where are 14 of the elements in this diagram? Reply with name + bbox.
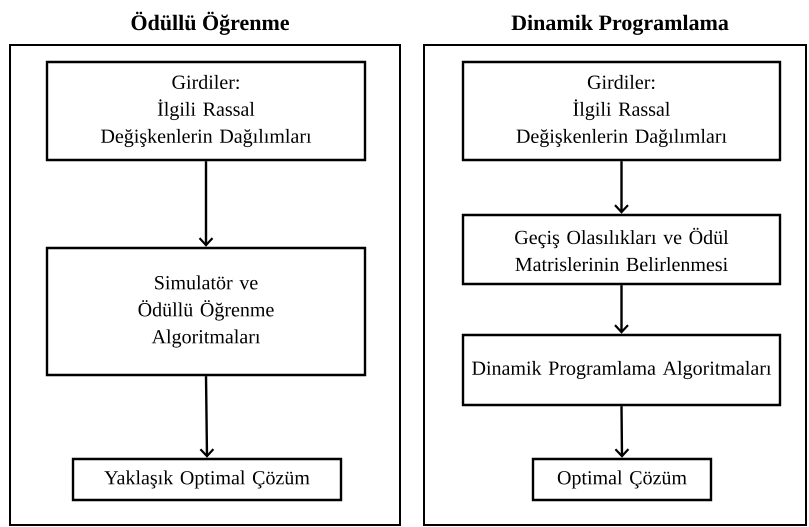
process-box: Optimal Çözüm [532, 458, 712, 502]
arrow [614, 161, 629, 214]
process-box: Dinamik Programlama Algoritmaları [462, 334, 782, 406]
process-box: Yaklaşık Optimal Çözüm [72, 458, 342, 502]
panel-heading: Dinamik Programlama [512, 14, 729, 35]
process-box: Girdiler: İlgili Rassal Değişkenlerin Dağılımları [46, 60, 366, 162]
process-box: Geçiş Olasılıkları ve Ödül Matrislerinin Belirlenmesi [462, 214, 782, 286]
process-box: Girdiler: İlgili Rassal Değişkenlerin Dağılımları [462, 60, 782, 162]
process-box: Simulatör ve Ödüllü Öğrenme Algoritmaları [46, 246, 366, 376]
arrow [614, 285, 629, 334]
arrow [198, 161, 214, 247]
arrow [200, 376, 214, 458]
panel-heading: Ödüllü Öğrenme [132, 12, 289, 35]
arrow [614, 406, 630, 458]
